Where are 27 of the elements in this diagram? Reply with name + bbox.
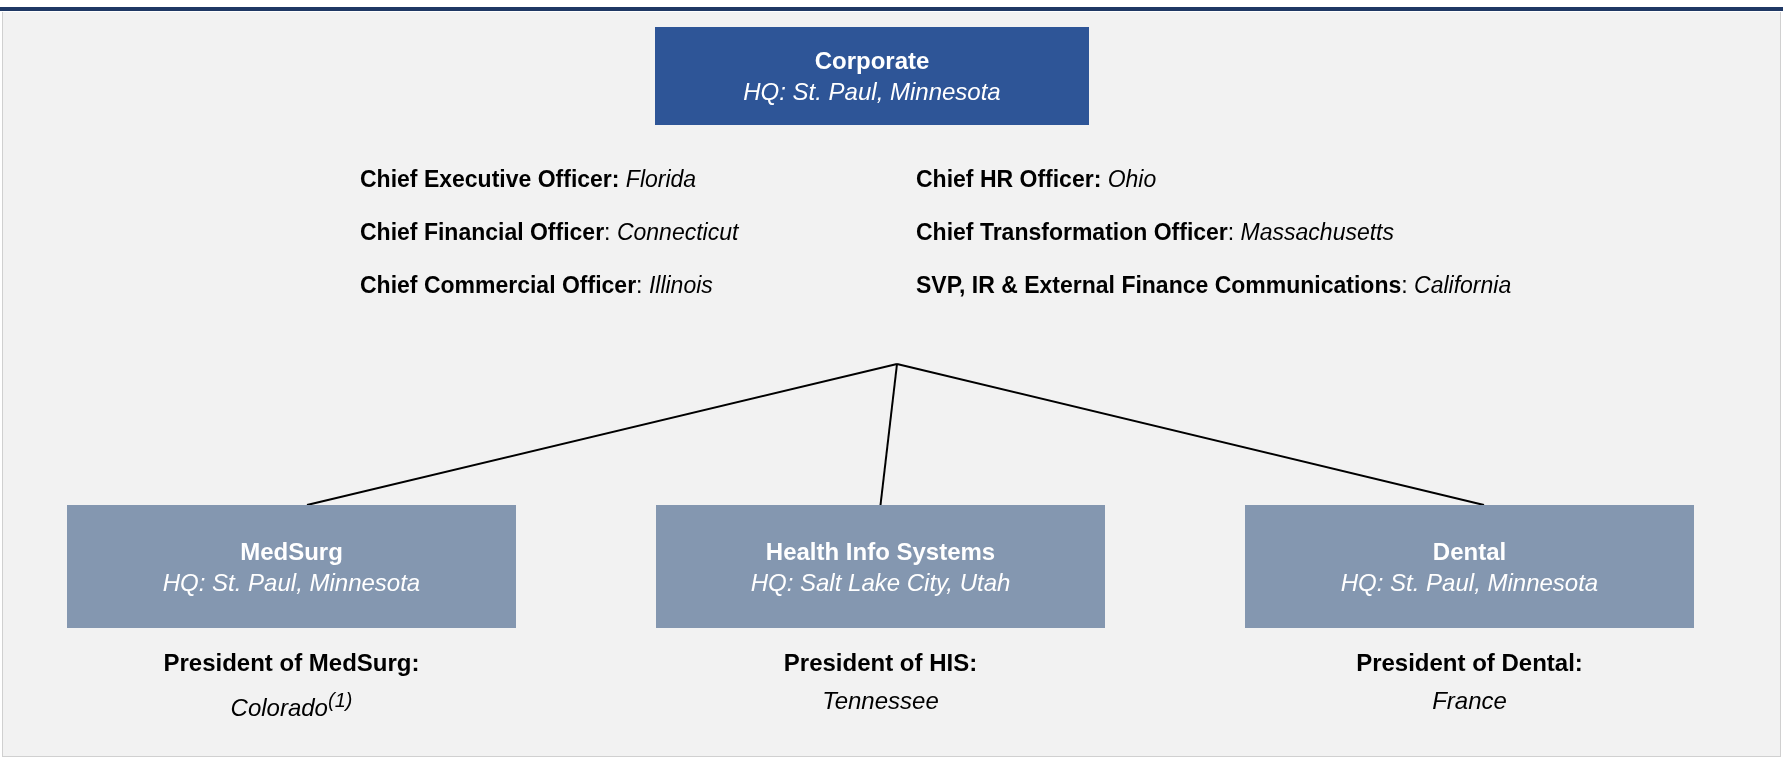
- role-title: President of MedSurg:: [162, 648, 421, 678]
- connector-line: [896, 363, 1485, 506]
- box-subtitle: HQ: St. Paul, Minnesota: [1340, 567, 1599, 598]
- location-text: Tennessee: [821, 686, 940, 716]
- box-subtitle: HQ: St. Paul, Minnesota: [743, 77, 1001, 107]
- officer-location: SVP, IR & External Finance Communications: California: [916, 272, 1512, 299]
- box-title: Dental: [1432, 536, 1507, 567]
- location-text: France: [1431, 686, 1508, 716]
- officer-location: Chief Commercial Officer: Illinois: [360, 272, 713, 299]
- box-title: MedSurg: [240, 536, 343, 567]
- connector-line: [879, 363, 898, 506]
- officer-location: Chief Executive Officer: Florida: [360, 166, 697, 193]
- segment-box: [67, 505, 516, 628]
- officer-location: Chief HR Officer: Ohio: [916, 166, 1157, 193]
- officer-location: Chief Transformation Officer: Massachusetts: [916, 219, 1394, 246]
- connector-line: [306, 363, 898, 506]
- box-subtitle: HQ: Salt Lake City, Utah: [750, 567, 1011, 598]
- location-text: Colorado$^{(1)}$: [229, 688, 354, 723]
- officer-location: Chief Financial Officer: Connecticut: [360, 219, 739, 246]
- box-subtitle: HQ: St. Paul, Minnesota: [162, 567, 421, 598]
- role-title: President of Dental:: [1355, 648, 1584, 678]
- box-title: Corporate: [814, 46, 930, 76]
- role-title: President of HIS:: [782, 648, 979, 678]
- box-title: Health Info Systems: [765, 536, 996, 567]
- segment-box: [1245, 505, 1694, 628]
- segment-box: [656, 505, 1105, 628]
- corporate-box: [655, 27, 1089, 125]
